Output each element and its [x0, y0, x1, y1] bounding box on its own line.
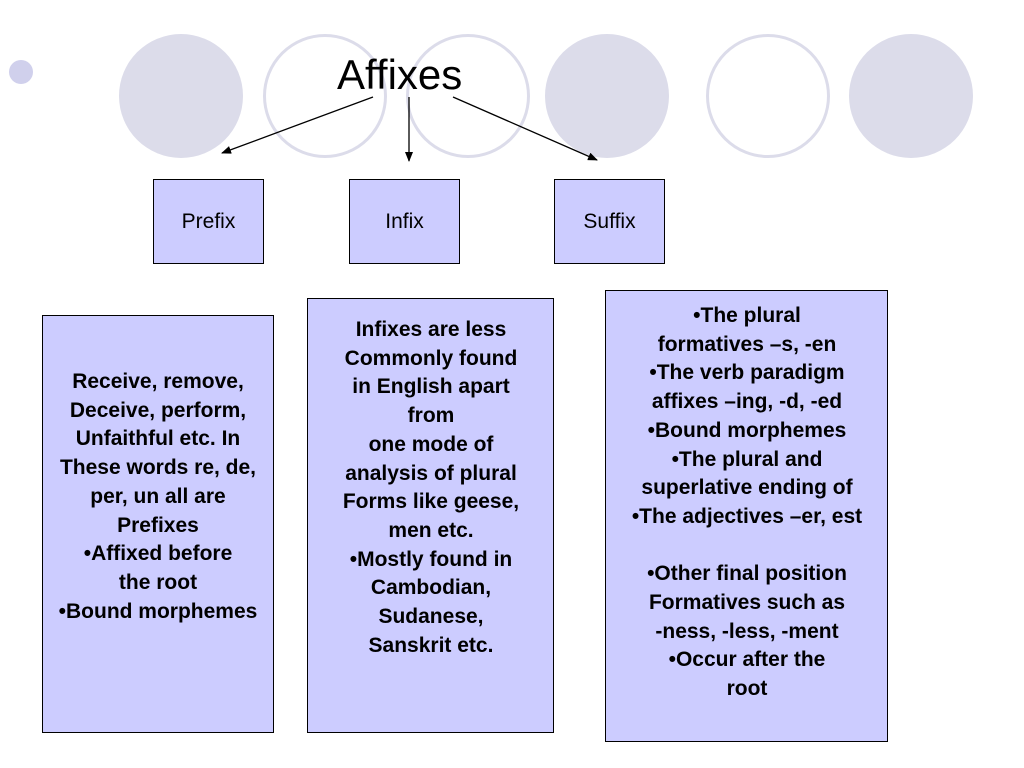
suffix-box: Suffix	[554, 179, 665, 264]
description-line: Forms like geese,	[342, 490, 520, 514]
decor-circle	[545, 34, 669, 158]
description-line: Commonly found	[344, 346, 518, 370]
description-line: •The plural	[693, 304, 801, 327]
prefix-box: Prefix	[153, 179, 264, 264]
description-line: •Mostly found in	[349, 547, 513, 571]
description-line: •Other final position	[647, 562, 847, 586]
description-line: analysis of plural	[345, 461, 517, 485]
description-line: Receive, remove,	[72, 370, 244, 393]
description-line: •Bound morphemes	[58, 599, 258, 623]
description-line: one mode of	[368, 432, 494, 456]
description-line: •Affixed before	[83, 542, 233, 566]
description-line: affixes –ing, -d, -ed	[651, 390, 843, 414]
description-line: •The verb paradigm	[649, 361, 845, 385]
description-line: •The plural and	[671, 447, 823, 471]
description-line: superlative ending of	[641, 476, 853, 500]
description-line	[604, 532, 890, 561]
description-line: Sudanese,	[378, 605, 484, 629]
suffix-description-box	[605, 290, 888, 742]
infix-description-box	[307, 298, 554, 733]
arrow-to-prefix	[221, 96, 374, 154]
decor-circle	[263, 34, 387, 158]
description-line: •Bound morphemes	[647, 418, 847, 442]
arrow-to-suffix	[452, 96, 598, 161]
decor-circle	[119, 34, 243, 158]
description-line: Formatives such as	[648, 591, 846, 615]
prefix-description-box	[42, 315, 274, 733]
description-line: from	[407, 404, 455, 428]
description-line: Prefixes	[117, 513, 199, 537]
prefix-description: Receive, remove, Deceive, perform, Unfaith…	[34, 368, 282, 626]
diagram-title: Affixes	[337, 51, 463, 98]
decor-circle	[406, 34, 530, 158]
description-line: These words re, de,	[59, 456, 257, 480]
description-line: Deceive, perform,	[69, 398, 247, 422]
description-line: per, un all are	[90, 484, 226, 508]
description-line: Unfaithful etc. In	[75, 427, 241, 451]
description-line: •Occur after the	[668, 648, 826, 672]
description-line: Infixes are less	[355, 318, 507, 341]
infix-box: Infix	[349, 179, 460, 264]
description-line: •The adjectives –er, est	[631, 504, 863, 528]
description-line: Sanskrit etc.	[368, 633, 494, 657]
decor-circle	[849, 34, 973, 158]
description-line: -ness, -less, -ment	[655, 619, 839, 643]
description-line: in English apart	[352, 375, 510, 399]
description-line: Cambodian,	[370, 576, 492, 600]
suffix-description: •The plural formatives –s, -en •The verb p…	[604, 302, 890, 704]
decor-circle	[706, 34, 830, 158]
description-line: root	[726, 677, 768, 701]
description-line: formatives –s, -en	[657, 332, 837, 356]
description-line: the root	[118, 570, 198, 594]
description-line: men etc.	[388, 518, 474, 542]
bullet-dot	[9, 60, 33, 84]
